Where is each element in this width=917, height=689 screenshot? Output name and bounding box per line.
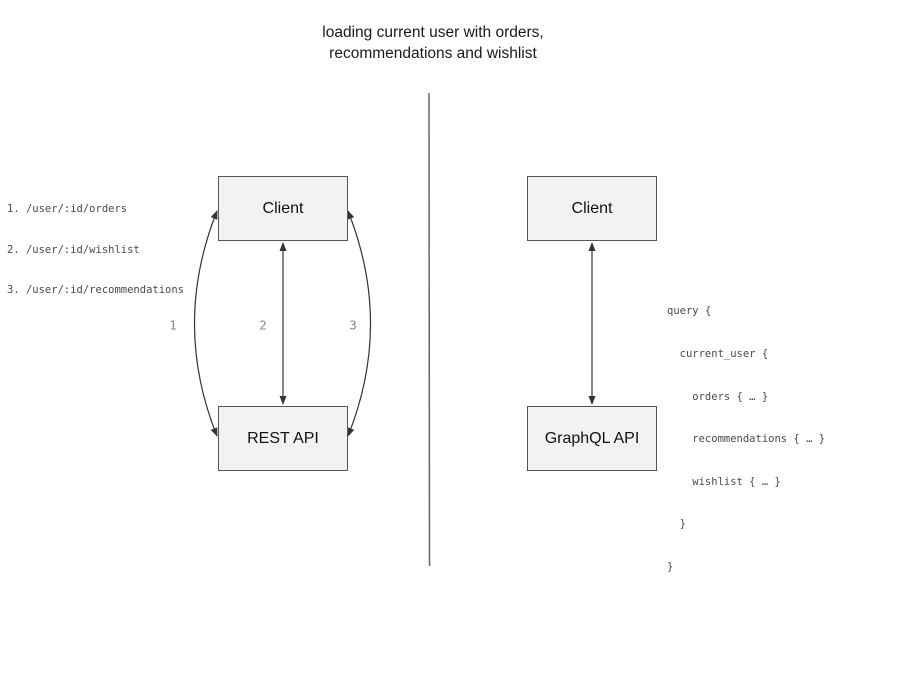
title-line-1: loading current user with orders, xyxy=(322,24,544,41)
rest-client-label: Client xyxy=(262,199,304,217)
graphql-api-node: GraphQL API xyxy=(527,406,657,471)
query-line: recommendations { … } xyxy=(667,433,826,446)
rest-client-node: Client xyxy=(218,176,348,241)
rest-endpoint-wishlist: 2. /user/:id/wishlist xyxy=(7,243,140,256)
graphql-query-snippet: query { current_user { orders { … } reco… xyxy=(667,276,825,603)
rest-api-node: REST API xyxy=(218,406,348,471)
rest-endpoint-recommendations: 3. /user/:id/recommendations xyxy=(7,284,185,296)
graphql-client-label: Client xyxy=(571,199,613,217)
query-line: orders { … } xyxy=(667,390,769,403)
rest-api-label: REST API xyxy=(247,429,319,447)
diagram-title: loading current user with orders, recomm… xyxy=(322,22,543,64)
query-line: wishlist { … } xyxy=(667,475,781,488)
graphql-client-node: Client xyxy=(527,176,657,241)
rest-arrow-1-curve xyxy=(193,210,218,437)
graphql-api-label: GraphQL API xyxy=(544,429,640,447)
title-line-2: recommendations and wishlist xyxy=(329,45,537,62)
query-line: current_user { xyxy=(667,348,769,361)
query-line: query { xyxy=(667,305,712,318)
panel-divider-line xyxy=(428,92,431,567)
rest-arrow-2-label: 2 xyxy=(259,317,267,333)
rest-arrow-1-label: 1 xyxy=(169,317,177,333)
rest-arrow-3-label: 3 xyxy=(349,317,357,333)
query-line: } xyxy=(667,561,674,574)
rest-endpoint-orders: 1. /user/:id/orders xyxy=(7,203,128,215)
query-line: } xyxy=(667,518,686,531)
rest-endpoint-list: 1. /user/:id/orders 2. /user/:id/wishlis… xyxy=(7,176,184,325)
